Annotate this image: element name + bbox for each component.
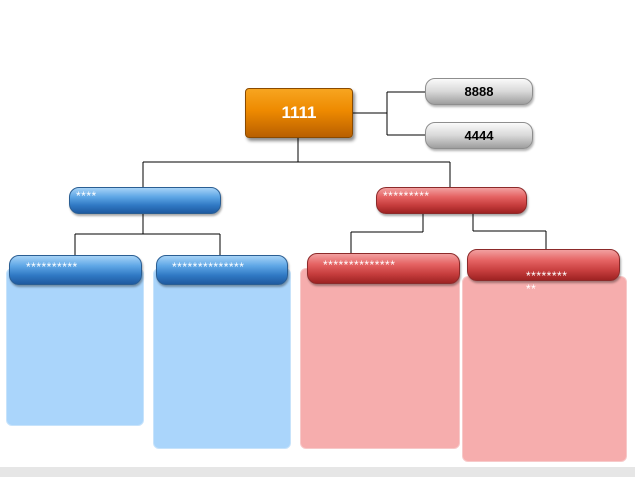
level1-node-red[interactable]: ********* <box>376 187 527 214</box>
footer-bar <box>0 467 635 477</box>
level1-node-blue[interactable]: **** <box>69 187 221 214</box>
side-node-2[interactable]: 4444 <box>425 122 533 149</box>
red-panel-2 <box>462 276 627 462</box>
level2-node-red-2[interactable]: ******** ** <box>467 249 620 296</box>
blue-panel-2 <box>153 268 291 449</box>
root-label: 1111 <box>281 103 317 122</box>
side-node-2-label: 4444 <box>464 128 494 143</box>
level1-node-red-label: ********* <box>383 189 430 203</box>
level2-node-blue-2-label: ************** <box>172 260 245 274</box>
level2-node-red-1[interactable]: ************** <box>307 253 460 284</box>
level2-node-red-2-label: ******** ** <box>526 269 568 297</box>
red-panel-1 <box>300 268 460 449</box>
level2-node-red-1-label: ************** <box>323 258 396 272</box>
level2-node-blue-1[interactable]: ********** <box>9 255 142 285</box>
side-node-1-label: 8888 <box>464 84 494 99</box>
side-node-1[interactable]: 8888 <box>425 78 533 105</box>
level2-node-blue-1-label: ********** <box>26 260 78 274</box>
level2-node-blue-2[interactable]: ************** <box>156 255 288 285</box>
level1-node-blue-label: **** <box>76 189 97 203</box>
root-node[interactable]: 1111 <box>245 88 353 138</box>
blue-panel-1 <box>6 268 144 426</box>
